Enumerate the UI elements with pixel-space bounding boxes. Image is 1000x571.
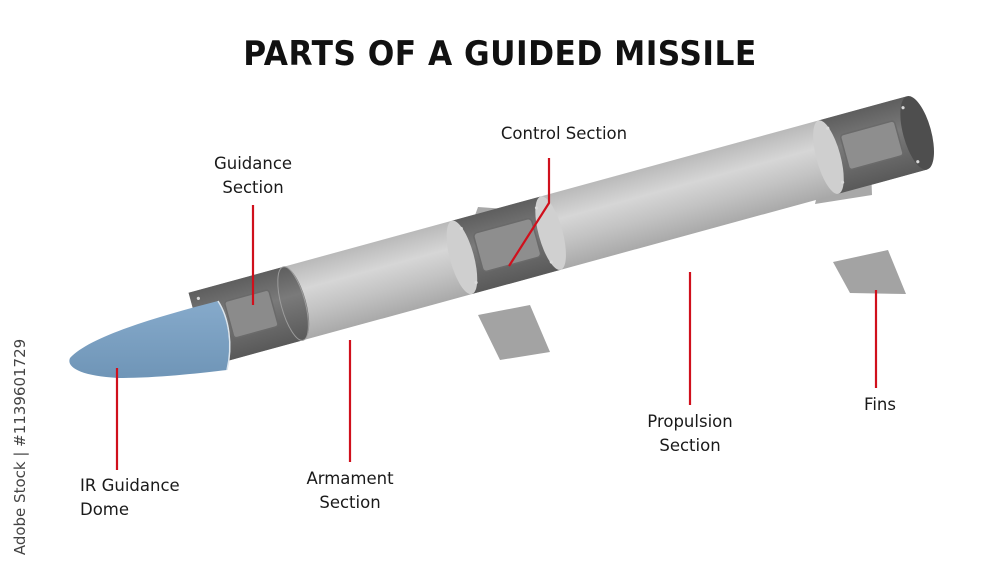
- control-hatch: [473, 217, 542, 273]
- label-armament-section: Armament Section: [297, 467, 403, 515]
- tail-end-cap: [900, 96, 934, 170]
- control-section-front-rim: [446, 220, 478, 295]
- label-control-section: Control Section: [489, 122, 639, 146]
- label-armament-line1: Armament: [306, 469, 394, 488]
- watermark-text: Adobe Stock | #1139601729: [11, 338, 29, 556]
- leader-line-control: [508, 158, 551, 267]
- label-propulsion-line2: Section: [659, 436, 721, 455]
- label-armament-line2: Section: [319, 493, 381, 512]
- label-guidance-line2: Section: [222, 178, 284, 197]
- rear-bottom-fin: [833, 250, 906, 294]
- leader-lines: [115, 158, 878, 470]
- label-ir-dome-line1: IR Guidance: [80, 476, 180, 495]
- label-ir-dome-line2: Dome: [80, 500, 130, 519]
- label-ir-guidance-dome: IR Guidance Dome: [80, 474, 200, 522]
- control-section-rear-rim: [535, 196, 566, 270]
- tail-section-front-rim: [813, 120, 844, 194]
- stock-watermark: Adobe Stock | #1139601729: [8, 333, 32, 561]
- label-guidance-section: Guidance Section: [212, 152, 294, 200]
- tail-hatch: [840, 120, 904, 171]
- guidance-section-rim: [277, 266, 310, 341]
- label-guidance-line1: Guidance: [213, 154, 293, 173]
- armament-section-rim: [277, 266, 309, 341]
- label-propulsion-section: Propulsion Section: [636, 410, 744, 458]
- front-bottom-fin: [478, 305, 550, 360]
- ir-guidance-dome-shape: [69, 301, 230, 378]
- diagram-title: PARTS OF A GUIDED MISSILE: [243, 34, 757, 74]
- guidance-hatch: [224, 289, 279, 339]
- label-propulsion-line1: Propulsion: [647, 412, 733, 431]
- dome-seam: [217, 300, 231, 371]
- label-fins-line1: Fins: [864, 395, 896, 414]
- label-fins: Fins: [850, 393, 910, 417]
- label-control-line1: Control Section: [500, 124, 628, 143]
